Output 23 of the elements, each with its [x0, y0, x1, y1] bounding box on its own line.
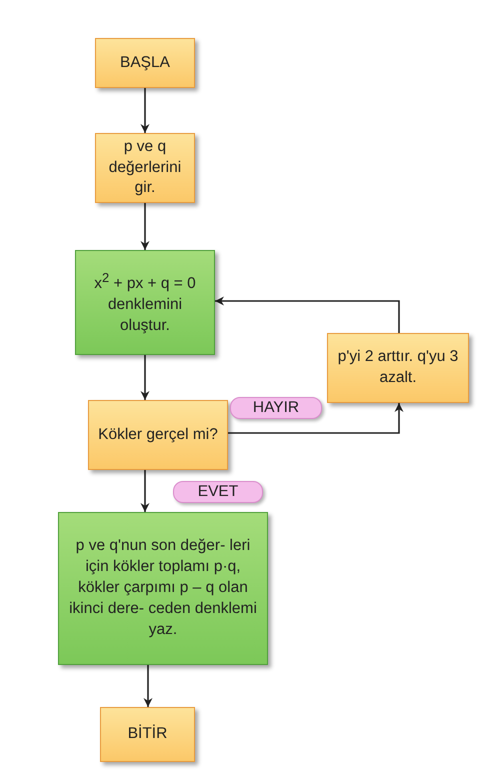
- process-box: [327, 333, 469, 403]
- process-box: [58, 512, 268, 665]
- terminal-box: [95, 38, 195, 88]
- edge-label: HAYIR: [230, 397, 322, 419]
- node-text: x$^{2}$ + px + q = 0 denklemini oluştur.: [93, 268, 197, 336]
- edge-label: EVET: [173, 481, 263, 503]
- node-text: p ve q'nun son değer- leri için kökler toplamı p·q, kökler çarpımı p – q olan ikinci dere- ceden denklemi yaz.: [68, 536, 258, 640]
- arrow: [215, 296, 400, 333]
- arrow: [144, 665, 152, 707]
- arrow: [140, 470, 150, 512]
- arrow: [228, 403, 404, 434]
- node-text: p'yi 2 arttır. q'yu 3 azalt.: [336, 347, 460, 388]
- node-text: p ve q değerlerini gir.: [108, 136, 182, 198]
- process-box: [75, 250, 215, 355]
- node-text: BİTİR: [126, 724, 168, 744]
- terminal-box: [100, 707, 195, 762]
- node-text: BAŞLA: [119, 52, 171, 73]
- arrow: [140, 355, 150, 400]
- decision-box: [88, 400, 228, 470]
- arrow: [140, 88, 150, 133]
- arrow: [140, 203, 150, 250]
- process-box: [95, 133, 195, 203]
- node-text: Kökler gerçel mi?: [97, 424, 219, 445]
